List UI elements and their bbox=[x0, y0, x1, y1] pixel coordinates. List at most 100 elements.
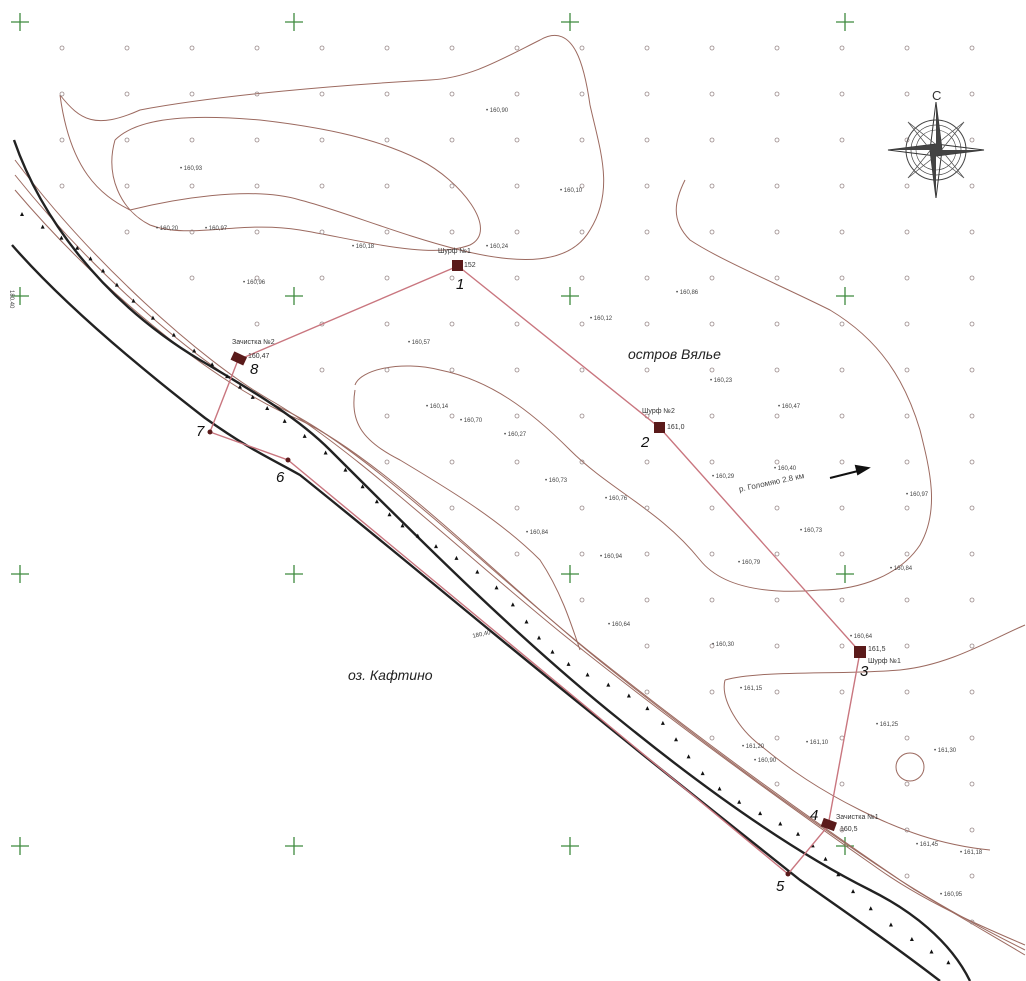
vegetation-mark bbox=[606, 682, 611, 687]
survey-dot bbox=[904, 781, 910, 787]
vegetation-mark bbox=[114, 282, 119, 287]
point-markers bbox=[207, 260, 866, 877]
survey-dot bbox=[644, 551, 650, 557]
survey-dot bbox=[774, 321, 780, 327]
vegetation-mark bbox=[566, 661, 571, 666]
survey-dot bbox=[449, 91, 455, 97]
elevation-label: • 160,97 bbox=[205, 226, 228, 232]
survey-dot bbox=[969, 827, 975, 833]
survey-dot bbox=[904, 229, 910, 235]
vegetation-mark bbox=[510, 602, 515, 607]
survey-dot bbox=[839, 137, 845, 143]
vegetation-mark bbox=[537, 635, 542, 640]
contour-central-inner bbox=[353, 389, 581, 651]
shoreline-vegetation bbox=[20, 212, 951, 965]
elevation-label: • 160,93 bbox=[180, 166, 203, 172]
marker-2 bbox=[654, 422, 665, 433]
survey-dot bbox=[709, 505, 715, 511]
survey-dot bbox=[514, 137, 520, 143]
survey-dot bbox=[904, 735, 910, 741]
survey-dot bbox=[969, 91, 975, 97]
survey-dot bbox=[579, 183, 585, 189]
survey-dot bbox=[904, 505, 910, 511]
survey-dot bbox=[839, 781, 845, 787]
point-number-7: 7 bbox=[196, 423, 205, 440]
vegetation-mark bbox=[75, 245, 80, 250]
survey-dot bbox=[969, 919, 975, 925]
survey-dot bbox=[969, 551, 975, 557]
elevation-label: • 160,84 bbox=[890, 566, 913, 572]
survey-dot bbox=[449, 459, 455, 465]
shoreline bbox=[11, 139, 972, 981]
point-2-elev: 161,0 bbox=[667, 424, 685, 431]
survey-dot bbox=[774, 551, 780, 557]
vegetation-mark bbox=[20, 212, 24, 216]
elevation-label: • 160,90 bbox=[486, 108, 509, 114]
survey-dot bbox=[709, 735, 715, 741]
vegetation-mark bbox=[454, 555, 459, 560]
survey-dot bbox=[969, 367, 975, 373]
vegetation-mark bbox=[700, 771, 705, 776]
contour-central bbox=[354, 179, 933, 592]
survey-dot bbox=[189, 45, 195, 51]
vegetation-mark bbox=[101, 268, 106, 273]
vegetation-mark bbox=[475, 569, 480, 574]
survey-dot bbox=[449, 137, 455, 143]
survey-dot bbox=[254, 45, 260, 51]
vegetation-mark bbox=[660, 720, 665, 725]
contour-south bbox=[723, 679, 991, 851]
elevation-label: • 160,64 bbox=[608, 622, 631, 628]
survey-dot bbox=[774, 91, 780, 97]
survey-dot bbox=[904, 275, 910, 281]
survey-dot bbox=[774, 413, 780, 419]
marker-4 bbox=[820, 817, 837, 832]
marker-5 bbox=[785, 871, 791, 877]
survey-dot bbox=[709, 137, 715, 143]
survey-dot bbox=[904, 45, 910, 51]
elevation-label: • 161,18 bbox=[960, 850, 983, 856]
survey-dot bbox=[514, 275, 520, 281]
elevation-label: • 161,30 bbox=[934, 748, 957, 754]
survey-dot bbox=[969, 735, 975, 741]
survey-dot bbox=[319, 183, 325, 189]
survey-dot bbox=[839, 597, 845, 603]
point-8-elev: 160,47 bbox=[248, 353, 270, 360]
vegetation-mark bbox=[265, 405, 270, 410]
survey-dot bbox=[579, 459, 585, 465]
survey-dot bbox=[254, 91, 260, 97]
survey-dot bbox=[579, 91, 585, 97]
survey-dot bbox=[124, 137, 130, 143]
elevation-label: • 160,24 bbox=[486, 244, 509, 250]
survey-dot bbox=[969, 183, 975, 189]
survey-dot bbox=[384, 183, 390, 189]
survey-dot bbox=[254, 229, 260, 235]
survey-dot bbox=[709, 597, 715, 603]
survey-dot bbox=[904, 873, 910, 879]
survey-dot bbox=[774, 459, 780, 465]
contour-shore-2 bbox=[14, 174, 1026, 951]
vegetation-mark bbox=[88, 256, 93, 261]
survey-dot bbox=[774, 643, 780, 649]
survey-dot bbox=[514, 45, 520, 51]
vegetation-mark bbox=[888, 922, 893, 927]
survey-dot bbox=[774, 229, 780, 235]
survey-dot bbox=[839, 413, 845, 419]
elevation-label: • 160,86 bbox=[676, 290, 699, 296]
survey-dot bbox=[384, 137, 390, 143]
survey-dot bbox=[644, 459, 650, 465]
survey-dot bbox=[59, 91, 65, 97]
survey-dot bbox=[449, 45, 455, 51]
vegetation-mark bbox=[171, 332, 176, 337]
survey-dot bbox=[709, 551, 715, 557]
grid-crosses bbox=[11, 13, 854, 855]
vegetation-mark bbox=[59, 235, 64, 240]
vegetation-mark bbox=[778, 821, 783, 826]
contour-shore-3 bbox=[14, 189, 1026, 956]
survey-dot bbox=[969, 459, 975, 465]
elevation-label: • 161,20 bbox=[742, 744, 765, 750]
survey-dot bbox=[839, 321, 845, 327]
vegetation-mark bbox=[250, 394, 255, 399]
survey-dot bbox=[189, 91, 195, 97]
survey-dot bbox=[189, 275, 195, 281]
survey-dot bbox=[904, 183, 910, 189]
